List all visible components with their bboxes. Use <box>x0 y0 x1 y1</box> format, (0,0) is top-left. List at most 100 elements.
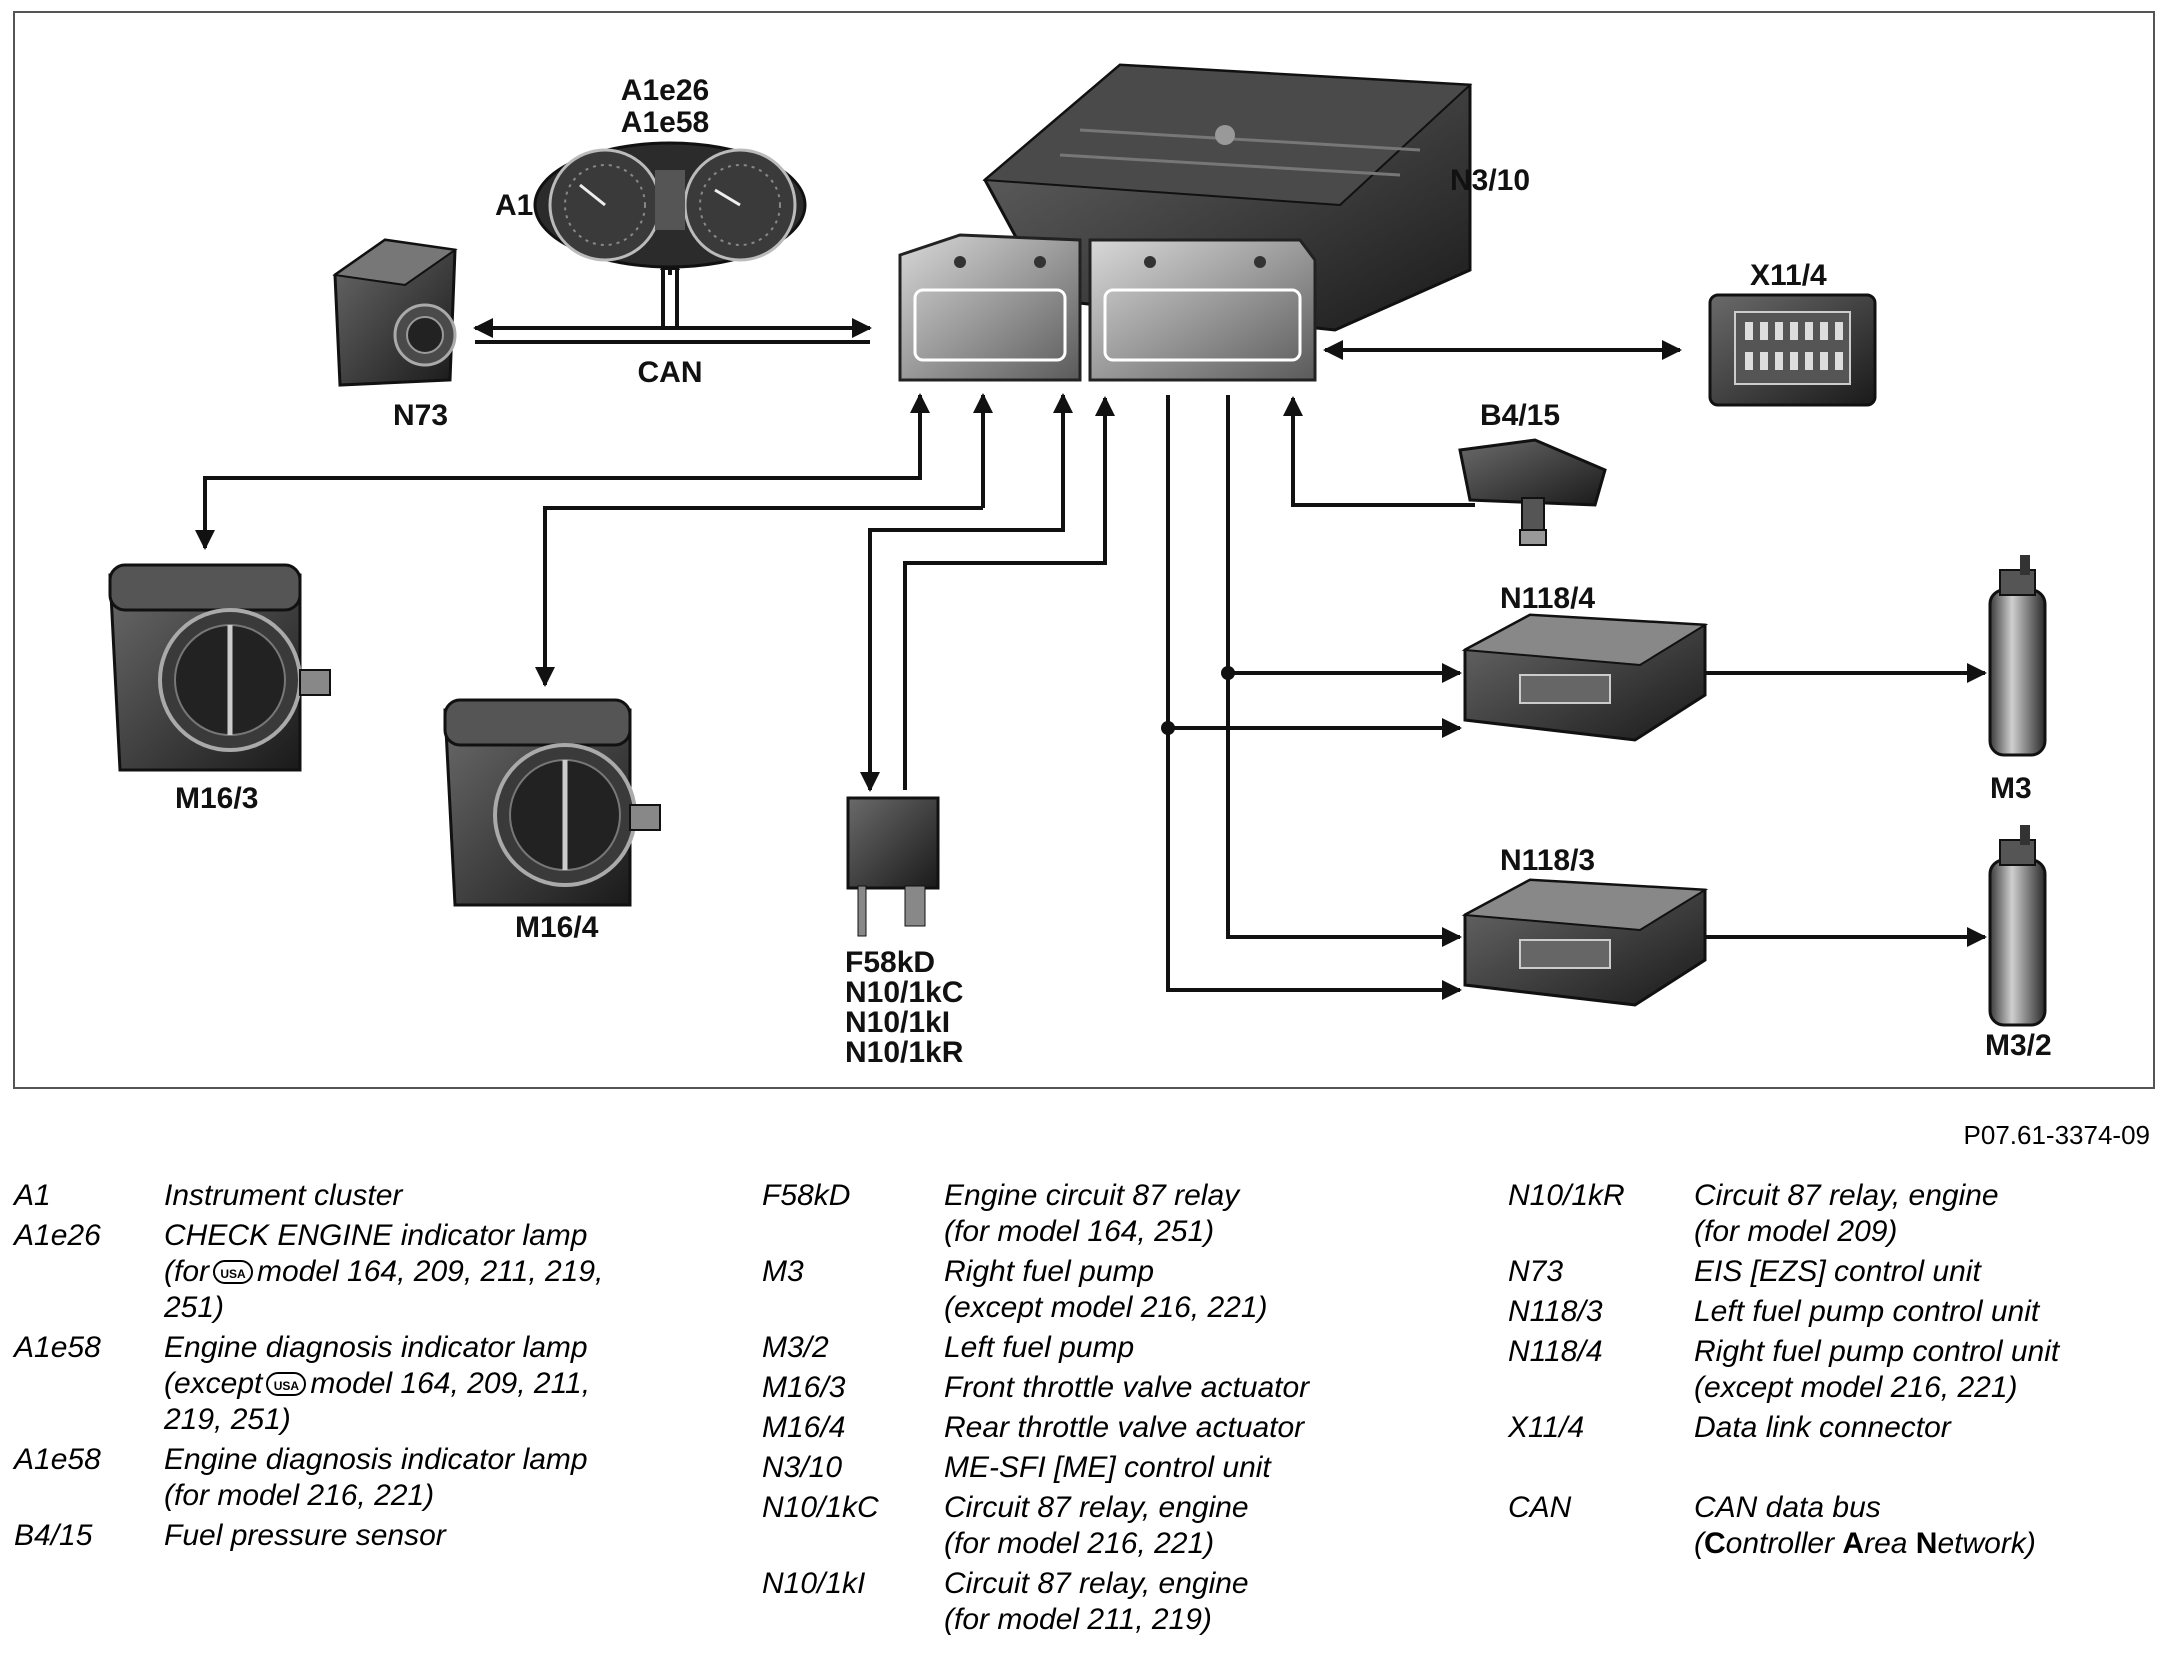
label-n10-1kr: N10/1kR <box>845 1036 964 1069</box>
legend-code: CAN <box>1508 1491 1572 1524</box>
relay-icon <box>846 796 940 937</box>
label-m3-2: M3/2 <box>1985 1029 2052 1062</box>
legend-desc: Fuel pressure sensor <box>164 1519 446 1552</box>
connection-lines <box>195 250 1987 1000</box>
legend-column-3: N10/1kR Circuit 87 relay, engine (for mo… <box>1508 1178 2148 1566</box>
legend-code: B4/15 <box>14 1519 93 1552</box>
legend-code: M3/2 <box>762 1331 829 1364</box>
label-n3-10: N3/10 <box>1450 164 1530 197</box>
figure-reference: P07.61-3374-09 <box>1963 1120 2150 1150</box>
line-ecu-n118-3-a <box>1226 673 1462 947</box>
legend-item: A1e58 Engine diagnosis indicator lamp (e… <box>14 1330 734 1438</box>
label-m16-4: M16/4 <box>515 911 599 944</box>
legend-code: M16/4 <box>762 1411 846 1444</box>
legend-desc: Left fuel pump control unit <box>1694 1295 2040 1328</box>
legend-desc: Front throttle valve actuator <box>944 1371 1310 1404</box>
legend-code: N3/10 <box>762 1451 843 1484</box>
label-n10-1kc: N10/1kC <box>845 976 963 1009</box>
legend-code: A1e58 <box>14 1331 101 1364</box>
system-diagram: A1e26 A1e58 A1 N3/10 X11/4 N73 CAN B4/15… <box>13 11 2155 1089</box>
me-sfi-control-unit-icon <box>898 63 1473 382</box>
legend-item: M16/3 Front throttle valve actuator <box>762 1370 1462 1406</box>
component-labels: A1e26 A1e58 A1 N3/10 X11/4 N73 CAN B4/15… <box>175 74 2052 1069</box>
label-n118-3: N118/3 <box>1500 844 1595 877</box>
line-ecu-n118-4-b <box>1166 395 1462 738</box>
legend-item: A1e58 Engine diagnosis indicator lamp (f… <box>14 1442 734 1514</box>
legend-desc: ontroller <box>1725 1527 1835 1560</box>
legend-bold-letter: A <box>1842 1527 1865 1560</box>
legend-item: N118/3 Left fuel pump control unit <box>1508 1294 2148 1330</box>
legend-item: N118/4 Right fuel pump control unit (exc… <box>1508 1334 2148 1406</box>
legend-desc: (except model 216, 221) <box>1694 1371 2018 1404</box>
legend-desc: model 164, 209, 211, 219, <box>257 1255 604 1288</box>
junction-dot <box>1161 721 1175 735</box>
legend-code: X11/4 <box>1508 1411 1585 1444</box>
fuel-pump-icon <box>1988 555 2047 757</box>
legend-code: N10/1kR <box>1508 1179 1625 1212</box>
legend-desc: Rear throttle valve actuator <box>944 1411 1305 1444</box>
legend-item: F58kD Engine circuit 87 relay (for model… <box>762 1178 1462 1250</box>
legend-item: M16/4 Rear throttle valve actuator <box>762 1410 1462 1446</box>
legend-code: N118/3 <box>1508 1295 1603 1328</box>
legend-bold-letter: C <box>1704 1527 1726 1560</box>
legend-desc: Right fuel pump <box>944 1255 1155 1288</box>
line-ecu-n118-3-b <box>1166 728 1462 1000</box>
legend-item: N10/1kI Circuit 87 relay, engine (for mo… <box>762 1566 1462 1638</box>
legend-desc: (except model 216, 221) <box>944 1291 1268 1324</box>
line-relay-in <box>903 396 1115 790</box>
legend-desc: ME-SFI [ME] control unit <box>944 1451 1271 1484</box>
label-m3: M3 <box>1990 772 2032 805</box>
data-link-connector-icon <box>1708 293 1877 407</box>
legend-desc: CAN data bus <box>1694 1491 1881 1524</box>
legend-desc: (for model 211, 219) <box>944 1603 1212 1636</box>
line-b4-15 <box>1283 396 1475 507</box>
legend-desc: (for <box>164 1255 209 1288</box>
legend-code: N10/1kC <box>762 1491 879 1524</box>
legend-code: A1e26 <box>14 1219 101 1252</box>
throttle-valve-actuator-icon <box>443 698 661 907</box>
label-n10-1ki: N10/1kI <box>845 1006 950 1039</box>
legend-desc: (for model 164, 251) <box>944 1215 1215 1248</box>
fuel-pump-icon <box>1988 825 2047 1027</box>
label-n118-4: N118/4 <box>1500 582 1595 615</box>
legend-code: F58kD <box>762 1179 851 1212</box>
diagram-frame <box>13 11 2155 1089</box>
legend-desc: rea <box>1864 1527 1908 1560</box>
legend-desc: etwork) <box>1937 1527 2036 1560</box>
junction-dot <box>1221 666 1235 680</box>
legend-item: M3/2 Left fuel pump <box>762 1330 1462 1366</box>
label-m16-3: M16/3 <box>175 782 258 815</box>
legend-desc: CHECK ENGINE indicator lamp <box>164 1219 588 1252</box>
fuel-pump-control-unit-icon <box>1461 613 1709 742</box>
fuel-pump-control-unit-icon <box>1461 878 1709 1007</box>
legend-code: N73 <box>1508 1255 1564 1288</box>
legend-code: A1 <box>14 1179 51 1212</box>
legend-desc: EIS [EZS] control unit <box>1694 1255 1981 1288</box>
line-m16-4 <box>535 506 983 687</box>
fuel-pressure-sensor-icon <box>1458 438 1607 546</box>
legend-item: B4/15 Fuel pressure sensor <box>14 1518 734 1554</box>
usa-icon: USA <box>213 1260 253 1284</box>
legend-desc: (for model 209) <box>1694 1215 1898 1248</box>
line-m16-3 <box>195 475 922 550</box>
label-n73: N73 <box>393 399 448 432</box>
legend-desc: Left fuel pump <box>944 1331 1135 1364</box>
instrument-cluster-icon <box>533 141 807 269</box>
legend-desc: model 164, 209, 211, <box>310 1367 591 1400</box>
legend-item: N10/1kC Circuit 87 relay, engine (for mo… <box>762 1490 1462 1562</box>
legend-code: A1e58 <box>14 1443 101 1476</box>
legend-desc: ( <box>1694 1527 1704 1560</box>
legend-item: A1 Instrument cluster <box>14 1178 734 1214</box>
legend-item: X11/4 Data link connector <box>1508 1410 2148 1446</box>
legend-desc: (for model 216, 221) <box>164 1479 435 1512</box>
legend-item: N3/10 ME-SFI [ME] control unit <box>762 1450 1462 1486</box>
label-f58kd: F58kD <box>845 946 935 979</box>
legend-code: N10/1kI <box>762 1567 866 1600</box>
throttle-valve-actuator-icon <box>108 563 331 772</box>
legend-desc: (for model 216, 221) <box>944 1527 1215 1560</box>
legend-item: CAN CAN data bus (Controller Area Networ… <box>1508 1490 2148 1562</box>
label-b4-15: B4/15 <box>1480 399 1560 432</box>
label-a1e26: A1e26 <box>621 74 709 107</box>
legend-code: M3 <box>762 1255 804 1288</box>
